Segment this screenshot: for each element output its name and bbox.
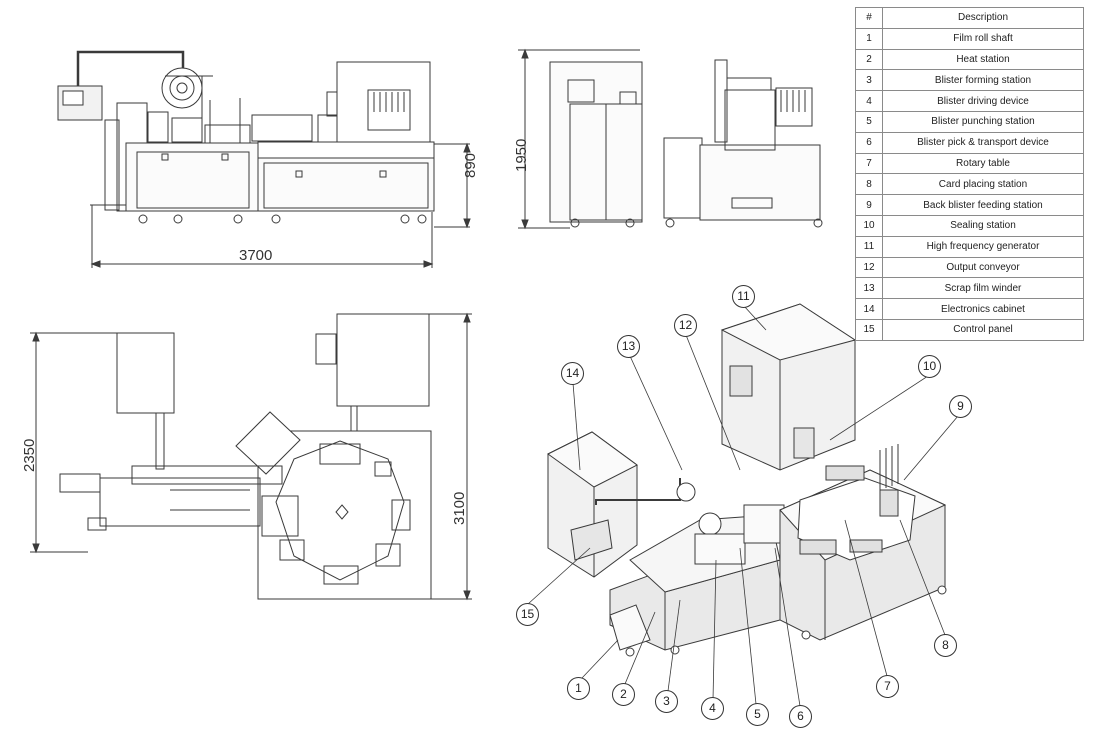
part-number: 5 xyxy=(855,110,883,133)
callout-4: 4 xyxy=(701,697,724,720)
callout-8: 8 xyxy=(934,634,957,657)
part-description: Rotary table xyxy=(882,152,1084,175)
part-number: 8 xyxy=(855,173,883,196)
callout-5: 5 xyxy=(746,703,769,726)
plan-view xyxy=(30,312,472,601)
part-number: 9 xyxy=(855,194,883,216)
callout-3: 3 xyxy=(655,690,678,713)
isometric-view xyxy=(547,303,947,657)
part-description: Blister punching station xyxy=(882,110,1084,133)
side-view xyxy=(518,48,823,230)
part-number: 1 xyxy=(855,27,883,50)
part-description: Blister forming station xyxy=(882,69,1084,92)
dim-front-length: 3700 xyxy=(239,247,273,264)
part-description: Back blister feeding station xyxy=(882,194,1084,216)
callout-6: 6 xyxy=(789,705,812,728)
part-description: High frequency generator xyxy=(882,235,1084,258)
part-description: Blister driving device xyxy=(882,90,1084,112)
dim-front-height: 890 xyxy=(462,152,479,178)
part-number: 6 xyxy=(855,131,883,154)
callout-1: 1 xyxy=(567,677,590,700)
part-number: 14 xyxy=(855,298,883,320)
table-header-desc: Description xyxy=(882,7,1084,29)
part-number: 2 xyxy=(855,48,883,71)
table-header-num: # xyxy=(855,7,883,29)
part-number: 12 xyxy=(855,256,883,279)
callout-leaders xyxy=(527,305,959,707)
dim-plan-depth: 2350 xyxy=(21,438,38,472)
callout-14: 14 xyxy=(561,362,584,385)
callout-12: 12 xyxy=(674,314,697,337)
front-view xyxy=(57,50,471,268)
callout-7: 7 xyxy=(876,675,899,698)
dim-side-height: 1950 xyxy=(513,138,530,172)
callout-11: 11 xyxy=(732,285,755,308)
part-number: 11 xyxy=(855,235,883,258)
part-number: 10 xyxy=(855,214,883,237)
part-description: Electronics cabinet xyxy=(882,298,1084,320)
table-header-row: # Description xyxy=(855,7,1084,29)
part-description: Control panel xyxy=(882,318,1084,341)
part-number: 4 xyxy=(855,90,883,112)
dim-plan-width: 3100 xyxy=(451,491,468,525)
part-description: Blister pick & transport device xyxy=(882,131,1084,154)
part-description: Heat station xyxy=(882,48,1084,71)
part-number: 15 xyxy=(855,318,883,341)
callout-2: 2 xyxy=(612,683,635,706)
part-number: 13 xyxy=(855,277,883,300)
callout-9: 9 xyxy=(949,395,972,418)
part-number: 7 xyxy=(855,152,883,175)
part-description: Film roll shaft xyxy=(882,27,1084,50)
callout-13: 13 xyxy=(617,335,640,358)
part-number: 3 xyxy=(855,69,883,92)
part-description: Scrap film winder xyxy=(882,277,1084,300)
callout-10: 10 xyxy=(918,355,941,378)
part-description: Sealing station xyxy=(882,214,1084,237)
part-description: Card placing station xyxy=(882,173,1084,196)
callout-15: 15 xyxy=(516,603,539,626)
part-description: Output conveyor xyxy=(882,256,1084,279)
